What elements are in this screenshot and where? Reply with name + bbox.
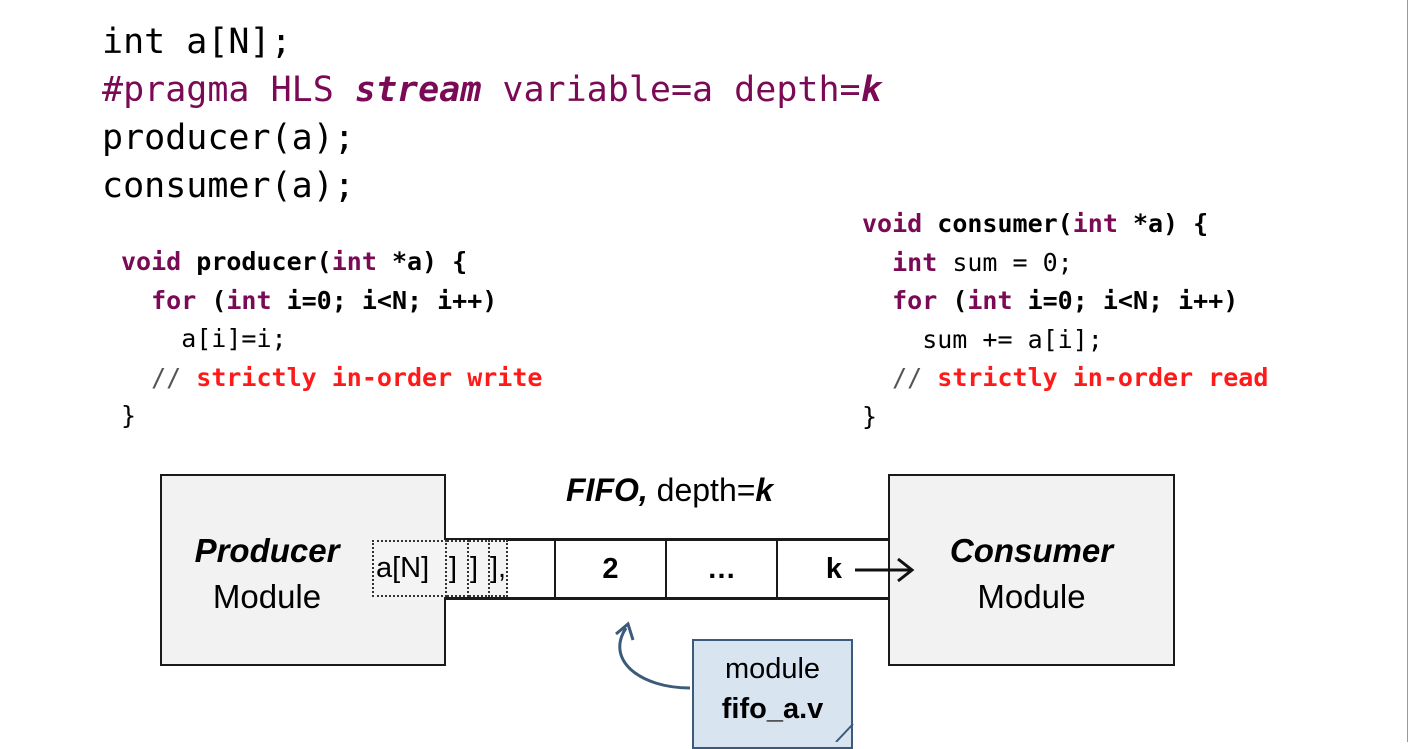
pragma-line: #pragma HLS stream variable=a depth=k — [102, 66, 882, 114]
code-line: } — [862, 401, 878, 431]
consumer-code-block: void consumer(int *a) { int sum = 0; for… — [862, 205, 1268, 436]
comment-line: // strictly in-order read — [862, 359, 1268, 398]
fifo-cell-divider — [554, 539, 556, 599]
consumer-subtitle: Module — [977, 578, 1086, 615]
top-code-block: int a[N]; #pragma HLS stream variable=a … — [102, 18, 882, 210]
comment-slashes: // — [151, 362, 182, 392]
keyword: void — [862, 209, 923, 238]
code-text: consumer( — [922, 209, 1073, 238]
keyword: for — [151, 285, 197, 315]
array-bracket: ], — [490, 552, 507, 584]
fifo-cell-divider — [665, 539, 667, 599]
fifo-depth-k: k — [755, 472, 774, 508]
comment-slashes: // — [892, 363, 923, 392]
keyword: int — [226, 285, 272, 315]
code-line: int a[N]; — [102, 22, 292, 62]
fifo-cell-divider — [776, 539, 778, 599]
producer-subtitle: Module — [212, 578, 322, 615]
code-line: int sum = 0; — [862, 244, 1268, 283]
code-text: producer( — [181, 247, 332, 276]
code-text: ( — [937, 286, 968, 315]
fifo-module-callout: module fifo_a.v — [692, 639, 853, 749]
consumer-module: Consumer Module — [888, 474, 1175, 666]
code-text: ( — [196, 285, 227, 315]
callout-curved-arrow-icon — [615, 621, 691, 690]
array-bracket: ] — [470, 552, 479, 584]
fifo-label: FIFO, — [566, 472, 648, 508]
producer-code-block: void producer(int *a) { for (int i=0; i<… — [121, 243, 542, 436]
fifo-cell-k: k — [825, 553, 843, 585]
consumer-title: Consumer — [949, 532, 1114, 569]
fifo-bottom-line — [446, 597, 889, 600]
fifo-output-arrow-icon — [855, 557, 915, 583]
code-line: for (int i=0; i<N; i++) — [862, 282, 1268, 321]
code-text: i=0; i<N; i++) — [1012, 286, 1239, 315]
fifo-title: FIFO, depth=k — [566, 472, 773, 509]
fifo-cell-2: 2 — [602, 553, 619, 585]
producer-module: Producer Module — [160, 474, 446, 666]
keyword: int — [892, 247, 938, 277]
comment-text: strictly in-order read — [922, 363, 1269, 392]
fifo-top-line — [446, 538, 889, 541]
code-text: *a) { — [1117, 209, 1209, 238]
keyword: int — [967, 286, 1013, 315]
fifo-cell-ellipsis: … — [707, 553, 736, 585]
code-line: sum += a[i]; — [862, 324, 1103, 354]
fifo-depth-label: depth= — [647, 472, 756, 508]
array-element-box — [372, 540, 447, 597]
code-line: producer(a); — [102, 118, 355, 158]
code-line: consumer(a); — [102, 166, 355, 206]
keyword: for — [892, 286, 938, 315]
keyword: int — [1072, 209, 1118, 238]
code-text: sum = 0; — [937, 247, 1073, 277]
comment-line: // strictly in-order write — [121, 359, 542, 398]
code-text: *a) { — [376, 247, 468, 276]
code-line: } — [121, 401, 137, 430]
comment-text: strictly in-order write — [181, 362, 543, 392]
code-line: a[i]=i; — [121, 324, 287, 353]
code-line: void producer(int *a) { — [121, 243, 542, 282]
keyword: void — [121, 247, 182, 276]
producer-title: Producer — [194, 532, 340, 569]
depth-k: k — [860, 70, 882, 110]
callout-filename: fifo_a.v — [721, 693, 824, 725]
code-line: void consumer(int *a) { — [862, 205, 1268, 244]
right-border-line — [1407, 0, 1408, 742]
array-bracket: ] — [449, 552, 458, 584]
pragma-args: variable=a depth= — [481, 70, 861, 110]
stream-keyword: stream — [354, 70, 482, 110]
code-text: i=0; i<N; i++) — [271, 285, 498, 315]
pragma-directive: #pragma HLS — [102, 70, 355, 110]
callout-line-1: module — [724, 653, 821, 685]
code-line: for (int i=0; i<N; i++) — [121, 282, 542, 321]
keyword: int — [331, 247, 377, 276]
array-label: a[N] — [376, 552, 430, 584]
